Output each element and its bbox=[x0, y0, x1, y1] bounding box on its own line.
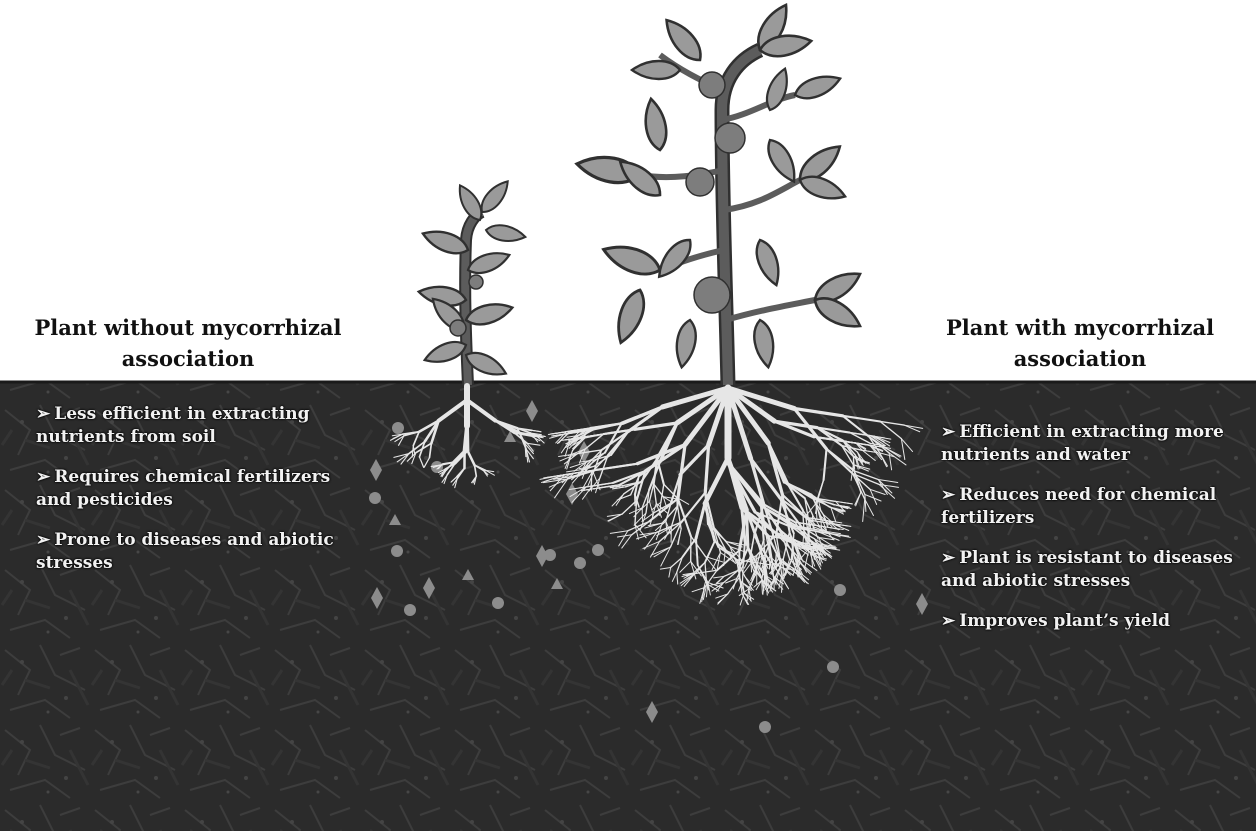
nutrient-particle bbox=[827, 661, 839, 673]
nutrient-particle bbox=[574, 557, 586, 569]
list-item: Reduces need for chemical fertilizers bbox=[941, 484, 1251, 530]
nutrient-particle bbox=[592, 544, 604, 556]
list-item: Prone to diseases and abiotic stresses bbox=[36, 529, 371, 575]
list-without-mycorrhiza: Less efficient in extracting nutrients f… bbox=[36, 403, 371, 592]
list-item: Plant is resistant to diseases and abiot… bbox=[941, 547, 1251, 593]
heading-without-mycorrhiza: Plant without mycorrhizal association bbox=[8, 312, 368, 374]
nutrient-particle bbox=[834, 584, 846, 596]
small-plant bbox=[417, 177, 527, 385]
nutrient-particle bbox=[404, 604, 416, 616]
large-plant bbox=[575, 0, 865, 385]
list-item: Requires chemical fertilizers and pestic… bbox=[36, 466, 371, 512]
nutrient-particle bbox=[391, 545, 403, 557]
nutrient-particle bbox=[492, 597, 504, 609]
list-item: Less efficient in extracting nutrients f… bbox=[36, 403, 371, 449]
nutrient-particle bbox=[759, 721, 771, 733]
heading-with-mycorrhiza: Plant with mycorrhizal association bbox=[900, 312, 1256, 374]
list-item: Efficient in extracting more nutrients a… bbox=[941, 421, 1251, 467]
list-item: Improves plant’s yield bbox=[941, 610, 1251, 633]
list-with-mycorrhiza: Efficient in extracting more nutrients a… bbox=[941, 421, 1251, 650]
nutrient-particle bbox=[392, 422, 404, 434]
